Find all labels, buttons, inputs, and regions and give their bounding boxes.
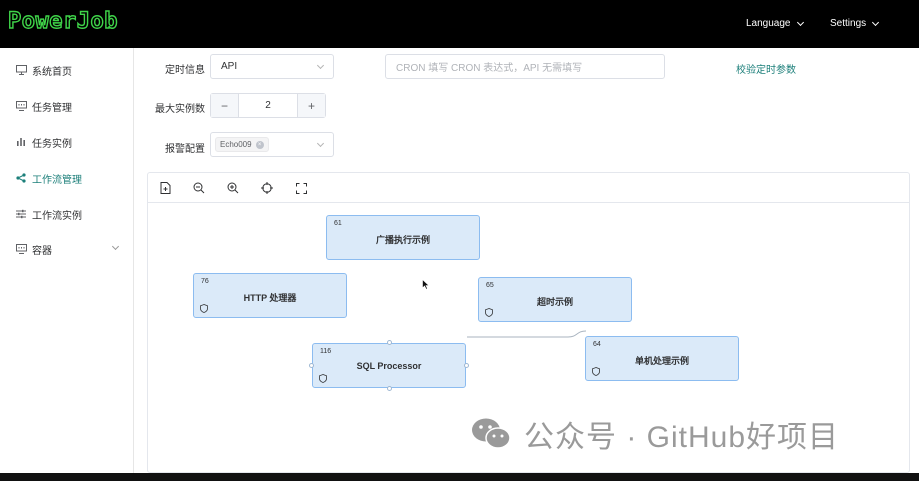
- language-label: Language: [746, 18, 791, 29]
- watermark-text: 公众号 · GitHub好项目: [524, 421, 840, 454]
- sliders-icon: [15, 208, 27, 220]
- alarm-tag: Echo009 ×: [215, 137, 269, 152]
- shield-icon: [200, 304, 208, 313]
- sidebar-item-label: 系统首页: [32, 66, 72, 78]
- chevron-down-icon: [111, 242, 120, 251]
- node-title: 单机处理示例: [634, 356, 689, 366]
- workflow-node[interactable]: 61 广播执行示例: [326, 215, 480, 260]
- mouse-cursor-icon: [422, 279, 430, 290]
- zoom-in-icon[interactable]: [226, 181, 240, 195]
- node-title: HTTP 处理器: [243, 293, 297, 303]
- max-instances-label: 最大实例数: [155, 104, 205, 115]
- node-id: 76: [201, 278, 209, 285]
- node-id: 65: [486, 282, 494, 289]
- node-port-top[interactable]: [387, 340, 392, 345]
- shield-icon: [592, 367, 600, 376]
- sidebar-item-tasks[interactable]: 任务管理: [0, 94, 134, 118]
- main-content: 定时信息 API CRON 填写 CRON 表达式，API 无需填写 校验定时参…: [135, 48, 919, 473]
- cron-expression-input[interactable]: CRON 填写 CRON 表达式，API 无需填写: [385, 54, 665, 79]
- timing-type-select[interactable]: API: [210, 54, 334, 79]
- increase-button[interactable]: +: [298, 94, 325, 117]
- max-instances-stepper[interactable]: − 2 +: [210, 93, 326, 118]
- share-icon: [15, 172, 27, 184]
- workflow-edge: [467, 330, 587, 338]
- add-node-icon[interactable]: [158, 181, 172, 195]
- sidebar-item-instances[interactable]: 任务实例: [0, 130, 134, 154]
- shield-icon: [485, 308, 493, 317]
- alarm-tag-label: Echo009: [220, 140, 252, 149]
- sidebar-item-workflow[interactable]: 工作流管理: [0, 166, 134, 190]
- timing-label: 定时信息: [165, 65, 205, 76]
- watermark: 公众号 · GitHub好项目: [470, 412, 839, 456]
- canvas-toolbar: [148, 173, 909, 203]
- shield-icon: [319, 374, 327, 383]
- workflow-node[interactable]: 64 单机处理示例: [585, 336, 739, 381]
- workflow-canvas[interactable]: 61 广播执行示例 76 HTTP 处理器 65 超时示例 116 SQL Pr…: [147, 172, 910, 473]
- sidebar-item-label: 工作流实例: [32, 210, 82, 222]
- monitor-icon: [15, 64, 27, 76]
- bottom-bar: [0, 473, 919, 481]
- sidebar-item-label: 任务管理: [32, 102, 72, 114]
- alarm-config-select[interactable]: Echo009 ×: [210, 132, 334, 157]
- workflow-node[interactable]: 116 SQL Processor: [312, 343, 466, 388]
- node-id: 61: [334, 220, 342, 227]
- bar-chart-icon: [15, 136, 27, 148]
- center-focus-icon[interactable]: [260, 181, 274, 195]
- zoom-out-icon[interactable]: [192, 181, 206, 195]
- sidebar-item-home[interactable]: 系统首页: [0, 58, 134, 82]
- settings-label: Settings: [830, 18, 867, 29]
- node-port-left[interactable]: [309, 363, 314, 368]
- chevron-down-icon: [872, 18, 880, 26]
- app-logo[interactable]: PowerJob: [7, 8, 118, 34]
- sidebar-item-label: 工作流管理: [32, 174, 82, 186]
- sidebar-item-workflow-instances[interactable]: 工作流实例: [0, 202, 134, 226]
- max-instances-value[interactable]: 2: [238, 94, 298, 117]
- validate-timing-link[interactable]: 校验定时参数: [736, 65, 796, 76]
- workflow-node[interactable]: 76 HTTP 处理器: [193, 273, 347, 318]
- timing-type-value: API: [221, 61, 238, 72]
- top-bar: PowerJob Language Settings: [0, 0, 919, 48]
- node-id: 116: [320, 348, 332, 355]
- task-list-icon: [15, 100, 27, 112]
- settings-menu[interactable]: Settings: [830, 18, 880, 29]
- container-icon: [15, 243, 27, 255]
- node-port-right[interactable]: [464, 363, 469, 368]
- chevron-down-icon: [316, 139, 325, 148]
- chevron-down-icon: [316, 61, 325, 70]
- node-id: 64: [593, 341, 601, 348]
- sidebar-item-container[interactable]: 容器: [0, 237, 134, 261]
- node-title: 广播执行示例: [375, 235, 430, 245]
- language-menu[interactable]: Language: [746, 18, 804, 29]
- close-icon[interactable]: ×: [255, 140, 264, 149]
- node-title: SQL Processor: [356, 361, 422, 371]
- node-port-bottom[interactable]: [387, 386, 392, 391]
- sidebar-item-label: 容器: [32, 245, 52, 257]
- decrease-button[interactable]: −: [211, 94, 238, 117]
- chevron-down-icon: [796, 18, 804, 26]
- workflow-node[interactable]: 65 超时示例: [478, 277, 632, 322]
- sidebar: 系统首页 任务管理 任务实例 工作流管理 工作流实例 容器: [0, 48, 134, 473]
- alarm-config-label: 报警配置: [165, 144, 205, 155]
- sidebar-item-label: 任务实例: [32, 138, 72, 150]
- node-title: 超时示例: [536, 297, 573, 307]
- fullscreen-icon[interactable]: [294, 181, 308, 195]
- cron-placeholder: CRON 填写 CRON 表达式，API 无需填写: [396, 63, 583, 74]
- wechat-icon: [472, 418, 511, 449]
